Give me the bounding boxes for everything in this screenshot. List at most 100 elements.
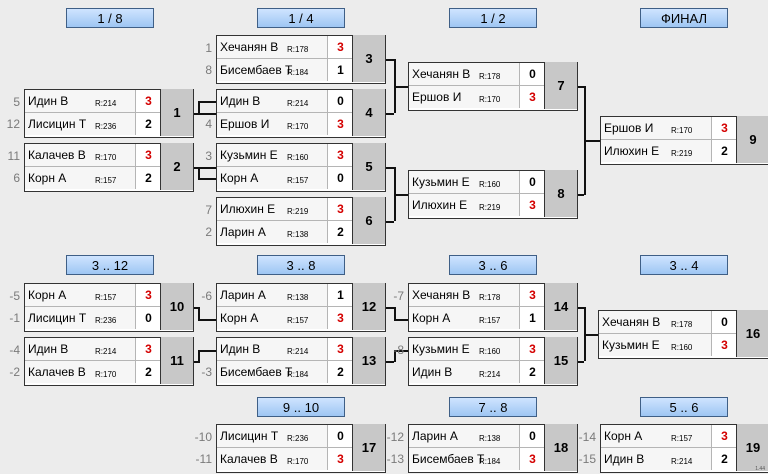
player-rating: R:214 <box>287 347 309 356</box>
seed-number: -14 <box>578 430 596 444</box>
connector-line <box>198 167 200 179</box>
match-number: 7 <box>544 62 577 109</box>
match-number: 8 <box>544 170 577 217</box>
player-rating: R:184 <box>287 370 309 379</box>
player-rating: R:214 <box>479 370 501 379</box>
connector-line <box>198 350 216 352</box>
stage-header: 1 / 4 <box>257 8 345 28</box>
player-rating: R:219 <box>671 149 693 158</box>
player-score: 2 <box>327 361 353 383</box>
player-score: 3 <box>327 338 353 360</box>
seed-number: 4 <box>205 117 212 131</box>
connector-line <box>378 59 394 61</box>
player-rating: R:138 <box>287 230 309 239</box>
seed-number: -13 <box>386 452 404 466</box>
player-score: 3 <box>519 194 545 216</box>
connector-line <box>198 350 200 362</box>
player-score: 3 <box>711 117 737 139</box>
connector-line <box>378 221 394 223</box>
player-rating: R:214 <box>287 99 309 108</box>
player-name: Кузьмин Е <box>220 148 278 162</box>
connector-line <box>394 350 396 362</box>
seed-number: -8 <box>393 343 404 357</box>
connector-line <box>198 101 216 103</box>
seed-number: -6 <box>201 289 212 303</box>
player-rating: R:138 <box>287 293 309 302</box>
match-number: 3 <box>352 35 385 82</box>
seed-number: -5 <box>9 289 20 303</box>
player-score: 3 <box>327 144 353 166</box>
seed-number: 6 <box>13 171 20 185</box>
stage-header: 7 .. 8 <box>449 397 537 417</box>
match-number: 4 <box>352 89 385 136</box>
player-name: Идин В <box>604 452 645 466</box>
seed-number: -2 <box>9 365 20 379</box>
player-score: 3 <box>135 338 161 360</box>
player-name: Ершов И <box>220 117 270 131</box>
player-score: 2 <box>519 361 545 383</box>
connector-line <box>394 319 408 321</box>
stage-header: 3 .. 8 <box>257 255 345 275</box>
seed-number: -15 <box>578 452 596 466</box>
seed-number: 3 <box>205 149 212 163</box>
player-rating: R:178 <box>479 72 501 81</box>
